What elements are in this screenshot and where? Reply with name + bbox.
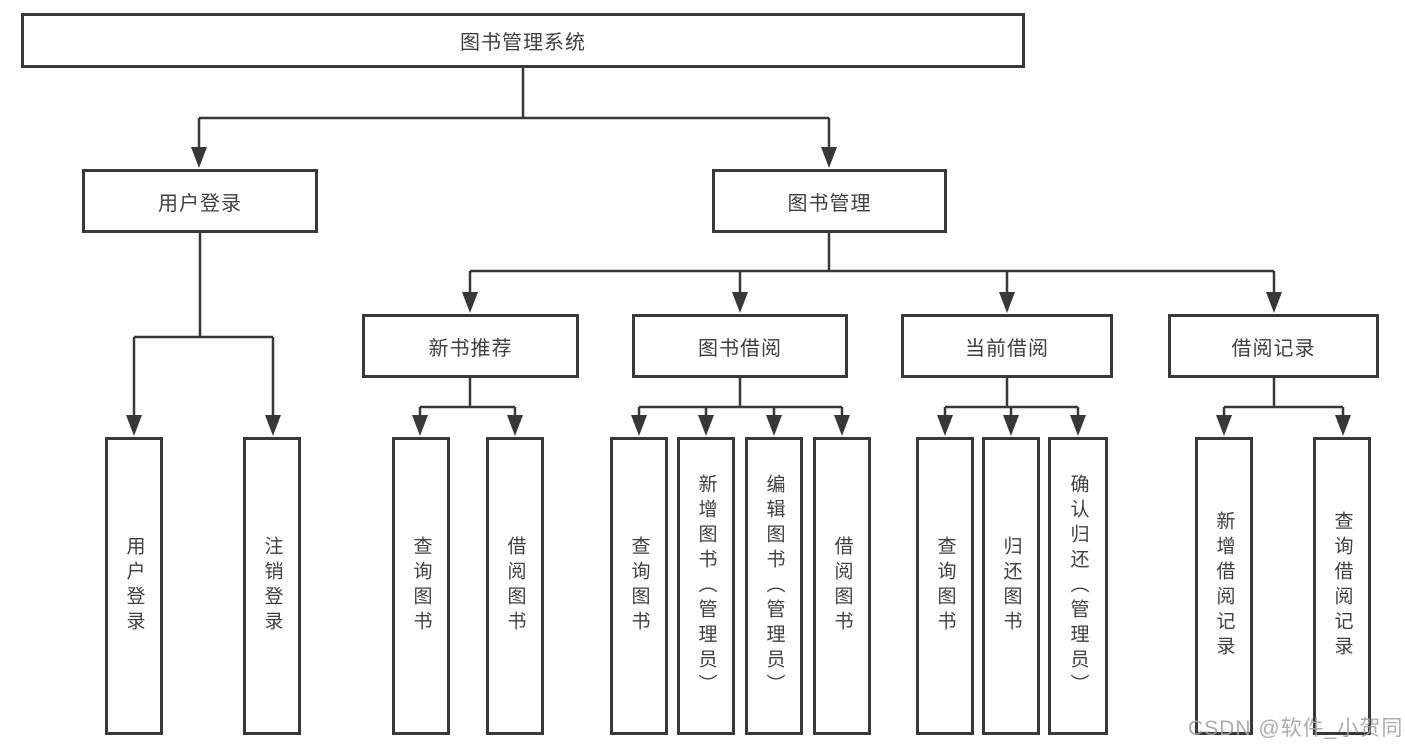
node-label: 查询图书 — [410, 536, 432, 636]
node-label: 借阅图书 — [831, 536, 853, 636]
node-label: 编辑图书（管理员） — [763, 473, 785, 699]
node-label: 图书管理 — [787, 192, 872, 215]
node-label: 图书借阅 — [698, 337, 782, 360]
node-label: 查询借阅记录 — [1331, 511, 1353, 661]
leaf-user-login: 用户登录 — [105, 437, 163, 735]
node-borrowing-records: 借阅记录 — [1168, 314, 1379, 378]
leaf-edit-book-admin: 编辑图书（管理员） — [745, 437, 803, 735]
node-book-borrowing: 图书借阅 — [632, 314, 848, 378]
node-label: 确认归还（管理员） — [1067, 473, 1089, 699]
csdn-watermark: CSDN @软件_小贺同学 — [1188, 717, 1405, 740]
node-book-management: 图书管理 — [712, 169, 947, 233]
node-label: 借阅记录 — [1231, 337, 1316, 360]
node-label: 查询图书 — [628, 536, 650, 636]
node-label: 新增借阅记录 — [1213, 511, 1235, 661]
node-label: 查询图书 — [934, 536, 956, 636]
leaf-query-book-current: 查询图书 — [916, 437, 974, 735]
node-label: 借阅图书 — [504, 536, 526, 636]
node-current-borrowing: 当前借阅 — [901, 314, 1113, 378]
leaf-query-book-borrowing: 查询图书 — [610, 437, 668, 735]
node-label: 归还图书 — [1000, 536, 1022, 636]
node-label: 新书推荐 — [428, 337, 513, 360]
node-user-login: 用户登录 — [82, 169, 318, 233]
node-label: 注销登录 — [261, 536, 283, 636]
leaf-add-borrow-record: 新增借阅记录 — [1195, 437, 1253, 735]
node-label: 图书管理系统 — [460, 32, 586, 54]
leaf-return-book: 归还图书 — [982, 437, 1040, 735]
node-label: 用户登录 — [123, 536, 145, 636]
node-root: 图书管理系统 — [21, 13, 1025, 68]
node-new-book-recommend: 新书推荐 — [362, 314, 579, 378]
leaf-query-book-recommend: 查询图书 — [392, 437, 450, 735]
leaf-add-book-admin: 新增图书（管理员） — [677, 437, 735, 735]
leaf-logout: 注销登录 — [243, 437, 301, 735]
node-label: 用户登录 — [158, 192, 242, 215]
leaf-borrow-book-recommend: 借阅图书 — [486, 437, 544, 735]
node-label: 新增图书（管理员） — [695, 473, 717, 699]
leaf-confirm-return-admin: 确认归还（管理员） — [1048, 437, 1108, 735]
leaf-borrow-book: 借阅图书 — [813, 437, 871, 735]
leaf-query-borrow-record: 查询借阅记录 — [1313, 437, 1371, 735]
node-label: 当前借阅 — [965, 337, 1049, 360]
